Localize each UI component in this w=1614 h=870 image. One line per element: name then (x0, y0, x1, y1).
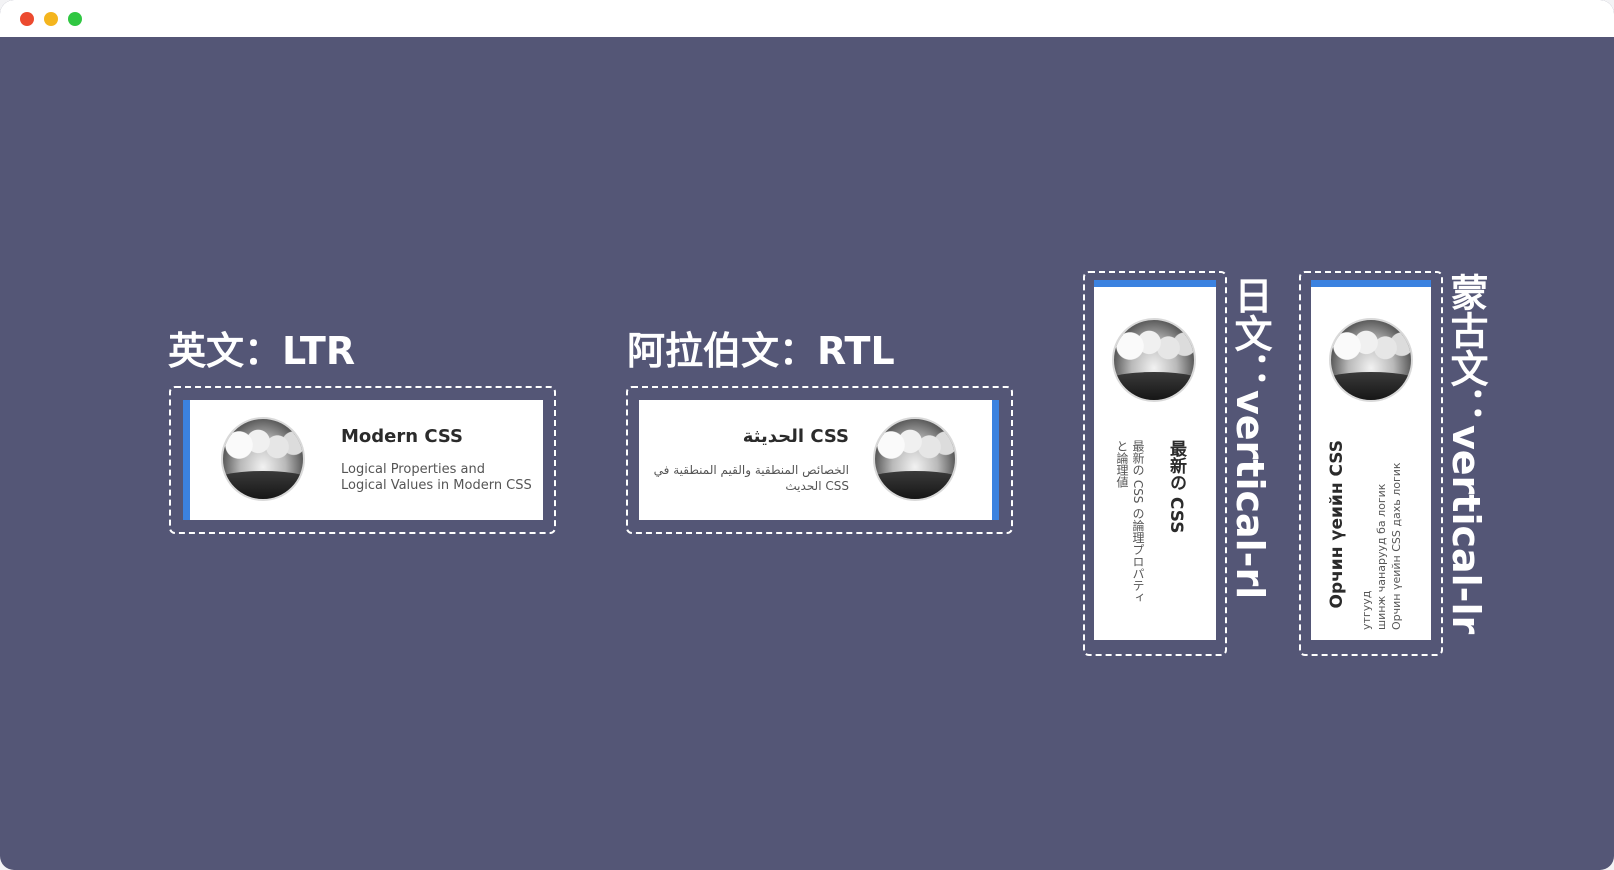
rtl-card-accent-bar (992, 400, 999, 520)
rtl-card: CSS الحديثة الخصائص المنطقية والقيم المن… (639, 400, 999, 520)
vertical-rl-card-title: 最新の CSS (1166, 440, 1186, 534)
rtl-card-subtitle-line-2: CSS الحديث (785, 479, 849, 493)
title-bar (0, 0, 1614, 37)
vertical-lr-heading: 蒙古文：vertical-lr (1444, 273, 1488, 635)
vertical-lr-card-accent-bar (1311, 280, 1431, 287)
vertical-lr-card-subtitle: Орчин үеийн CSS дахь логик шинж чанарууд… (1359, 440, 1404, 630)
avatar (1112, 318, 1196, 402)
vertical-lr-card-subtitle-line-2: шинж чанарууд ба логик (1375, 483, 1388, 630)
vertical-rl-heading: 日文：vertical-rl (1228, 276, 1272, 600)
ltr-card-accent-bar (183, 400, 190, 520)
vertical-rl-card-accent-bar (1094, 280, 1216, 287)
ltr-card: Modern CSS Logical Properties and Logica… (183, 400, 543, 520)
vertical-lr-demo-frame (1299, 271, 1443, 656)
close-window-button[interactable] (20, 12, 34, 26)
vertical-rl-demo-frame (1083, 271, 1227, 656)
vertical-lr-card-subtitle-line-3: утгууд (1360, 590, 1373, 630)
avatar (221, 417, 305, 501)
ltr-card-subtitle-line-2: Logical Values in Modern CSS (341, 478, 532, 493)
vertical-rl-card-subtitle: 最新の CSS の論理プロパティ と論理値 (1114, 440, 1146, 630)
ltr-heading: 英文：LTR (168, 329, 356, 373)
avatar (873, 417, 957, 501)
ltr-card-subtitle: Logical Properties and Logical Values in… (341, 462, 541, 494)
rtl-heading: 阿拉伯文：RTL (627, 329, 895, 373)
vertical-lr-card-subtitle-line-1: Орчин үеийн CSS дахь логик (1390, 462, 1403, 630)
rtl-card-subtitle-line-1: الخصائص المنطقية والقيم المنطقية في (653, 463, 849, 477)
vertical-rl-card: 最新の CSS 最新の CSS の論理プロパティ と論理値 (1094, 280, 1216, 640)
avatar (1329, 318, 1413, 402)
rtl-card-title: CSS الحديثة (742, 426, 849, 447)
ltr-demo-frame (169, 386, 556, 534)
vertical-lr-card-title: Орчин үеийн CSS (1327, 440, 1347, 609)
minimize-window-button[interactable] (44, 12, 58, 26)
ltr-card-subtitle-line-1: Logical Properties and (341, 462, 485, 477)
rtl-card-subtitle: الخصائص المنطقية والقيم المنطقية في CSS … (649, 462, 849, 494)
zoom-window-button[interactable] (68, 12, 82, 26)
ltr-card-title: Modern CSS (341, 426, 463, 447)
rtl-demo-frame (626, 386, 1013, 534)
vertical-lr-card: Орчин үеийн CSS Орчин үеийн CSS дахь лог… (1311, 280, 1431, 640)
vertical-rl-card-subtitle-line-2: と論理値 (1115, 440, 1129, 488)
vertical-rl-card-subtitle-line-1: 最新の CSS の論理プロパティ (1131, 440, 1145, 604)
